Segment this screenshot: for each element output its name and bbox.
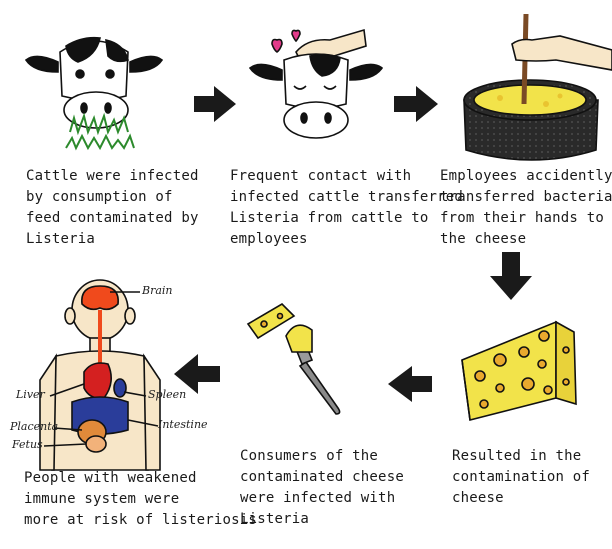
- caption-line: cheese: [452, 490, 504, 506]
- arrow-left-2: [174, 354, 220, 394]
- caption-line: contamination of: [452, 469, 591, 485]
- arrow-left-1: [388, 366, 432, 402]
- caption-line: Listeria from cattle to: [230, 210, 429, 226]
- caption-line: the cheese: [440, 231, 527, 247]
- caption-line: Cattle were infected: [26, 168, 199, 184]
- flow-arrows: [174, 86, 532, 402]
- caption-line: from their hands to: [440, 210, 604, 226]
- caption-line: by consumption of: [26, 189, 173, 205]
- label-brain: Brain: [142, 284, 173, 297]
- caption-line: Resulted in the: [452, 448, 582, 464]
- label-fetus: Fetus: [12, 438, 43, 451]
- caption-line: Employees accidently: [440, 168, 612, 184]
- cheese-wedge-icon: [461, 320, 577, 421]
- step-3-caption: Employees accidently transferred bacteri…: [440, 166, 612, 250]
- caption-line: Listeria: [240, 511, 310, 527]
- label-spleen: Spleen: [148, 388, 187, 401]
- step-2-caption: Frequent contact with infected cattle tr…: [230, 166, 463, 250]
- caption-line: feed contaminated by: [26, 210, 199, 226]
- step-1-caption: Cattle were infected by consumption of f…: [26, 166, 199, 250]
- caption-line: Frequent contact with: [230, 168, 412, 184]
- caption-line: were infected with: [240, 490, 396, 506]
- arrow-right-2: [394, 86, 438, 122]
- human-body-organs-icon: [39, 279, 161, 471]
- label-placenta: Placenta: [10, 420, 59, 433]
- label-intestine: Intestine: [158, 418, 208, 431]
- arrow-right-1: [194, 86, 236, 122]
- cow-eating-grass-icon: [24, 36, 164, 151]
- cow-being-petted-icon: [248, 28, 384, 139]
- caption-line: infected cattle transferred: [230, 189, 463, 205]
- step-5-caption: Consumers of the contaminated cheese wer…: [240, 446, 404, 530]
- step-6-caption: People with weakened immune system were …: [24, 468, 257, 531]
- caption-line: People with weakened: [24, 470, 197, 486]
- label-liver: Liver: [16, 388, 45, 401]
- caption-line: Consumers of the: [240, 448, 379, 464]
- arrow-down: [490, 252, 532, 300]
- caption-line: more at risk of listeriosis: [24, 512, 257, 528]
- fork-with-cheese-icon: [246, 302, 341, 415]
- caption-line: transferred bacteria: [440, 189, 612, 205]
- step-4-caption: Resulted in the contamination of cheese: [452, 446, 590, 509]
- caption-line: immune system were: [24, 491, 180, 507]
- caption-line: contaminated cheese: [240, 469, 404, 485]
- hand-stirring-cheese-icon: [463, 13, 612, 161]
- caption-line: employees: [230, 231, 308, 247]
- caption-line: Listeria: [26, 231, 96, 247]
